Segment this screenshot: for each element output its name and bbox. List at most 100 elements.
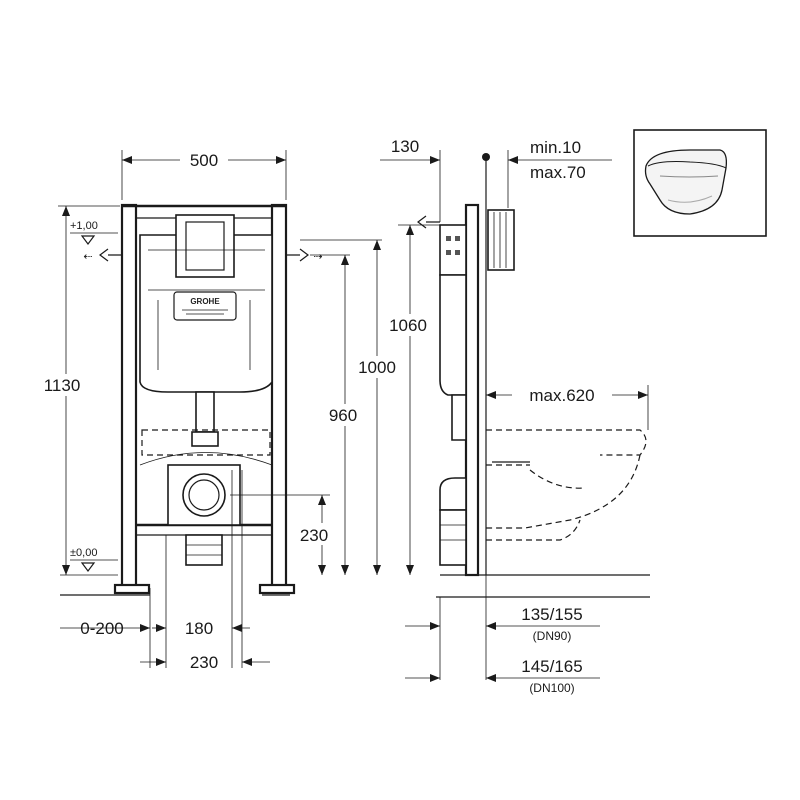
arrowhead <box>156 624 166 632</box>
side-cistern-detail <box>446 250 451 255</box>
bowl-top-dashed <box>486 429 647 456</box>
dim-bottom-side: 135/155 (DN90) 145/165 (DN100) <box>405 575 600 695</box>
arrowhead <box>430 674 440 682</box>
toilet-shadow-line <box>667 195 713 203</box>
label-bg <box>322 404 366 426</box>
arrowhead <box>156 658 166 666</box>
right-frame-post <box>270 203 288 590</box>
left-water-inlet <box>99 248 122 262</box>
left-inlet-symbol: ⇠ <box>83 251 92 263</box>
wall-marker <box>482 153 490 161</box>
arrowhead <box>638 391 648 399</box>
arrowhead <box>508 156 518 164</box>
dim-label-230-width: 230 <box>190 653 218 672</box>
dim-label-max70: max.70 <box>530 163 586 182</box>
dim-1060: 1060 <box>380 224 440 575</box>
arrowhead <box>318 565 326 575</box>
left-frame-post <box>120 203 138 590</box>
label-bg <box>512 384 612 406</box>
bowl-arc <box>139 452 273 466</box>
dim-label-min10: min.10 <box>530 138 581 157</box>
arrowhead <box>62 565 70 575</box>
cistern-body <box>139 234 273 393</box>
dim-label-max620: max.620 <box>529 386 594 405</box>
arrowhead <box>122 156 132 164</box>
dim-wall-gap: min.10 max.70 <box>507 138 612 208</box>
dim-label-130: 130 <box>391 137 419 156</box>
side-drain-bend <box>439 477 467 511</box>
dim-label-dn100: (DN100) <box>529 681 574 695</box>
bowl-inner-dashed <box>529 469 586 489</box>
dim-label-145-165: 145/165 <box>521 657 582 676</box>
arrowhead <box>373 240 381 250</box>
right-water-inlet <box>286 248 309 262</box>
bowl-outline-front <box>139 429 273 466</box>
arrowhead <box>430 622 440 630</box>
label-bg <box>380 314 436 336</box>
label-bg <box>350 356 404 378</box>
label-bg <box>180 150 228 170</box>
label-bg <box>292 523 338 545</box>
drain-outlet <box>185 534 223 566</box>
arrowhead <box>430 156 440 164</box>
toilet-seat-line <box>647 161 727 169</box>
wall-bracket <box>487 209 515 271</box>
drain-pipe-inner <box>188 479 220 511</box>
side-cistern-detail <box>446 236 451 241</box>
side-flush-pipe <box>451 394 467 441</box>
arrowhead <box>276 156 286 164</box>
side-cistern-detail <box>455 250 460 255</box>
side-view: 130 min.10 max.70 max.620 135 <box>380 137 650 695</box>
side-water-inlet <box>417 215 440 229</box>
arrowhead <box>486 391 496 399</box>
level-marks: +1,00 ±0,00 <box>60 220 118 576</box>
dim-drain-height: 230 <box>230 494 338 575</box>
arrowhead <box>341 255 349 265</box>
side-drain-pipe <box>439 509 467 566</box>
cistern: GROHE ⇠ ⇢ <box>83 214 323 447</box>
label-bg <box>36 374 88 396</box>
arrowhead <box>318 495 326 505</box>
frame <box>113 203 296 595</box>
dim-bottom-front: 0-200 180 230 <box>60 470 270 672</box>
dim-label-230-height: 230 <box>300 526 328 545</box>
dim-label-dn90: (DN90) <box>533 629 572 643</box>
dim-130: 130 <box>380 137 441 222</box>
side-frame-post <box>464 203 480 577</box>
dim-1000: 1000 <box>300 239 404 575</box>
arrowhead <box>341 565 349 575</box>
arrowhead <box>406 565 414 575</box>
toilet-thumbnail <box>633 129 767 237</box>
toilet-rim-line <box>659 175 719 178</box>
level-floor-label: ±0,00 <box>70 547 97 559</box>
dim-label-1060: 1060 <box>389 316 427 335</box>
flush-plate-inner <box>185 221 225 271</box>
arrowhead <box>140 624 150 632</box>
arrowhead <box>373 565 381 575</box>
bowl-base-dashed <box>486 519 581 541</box>
arrowhead <box>406 225 414 235</box>
arrowhead <box>486 622 496 630</box>
right-foot <box>258 583 296 595</box>
flush-pipe-bend <box>191 431 219 447</box>
level-top-label: +1,00 <box>70 220 98 232</box>
flush-pipe <box>195 391 215 433</box>
arrowhead <box>62 206 70 216</box>
bowl-rim-dashed <box>141 429 271 456</box>
dim-label-1130: 1130 <box>44 376 81 395</box>
level-top-triangle <box>80 235 96 245</box>
arrowhead <box>486 674 496 682</box>
dim-label-500: 500 <box>190 151 218 170</box>
drain-front <box>167 464 241 566</box>
dim-label-960: 960 <box>329 406 357 425</box>
dim-label-135-155: 135/155 <box>521 605 582 624</box>
grohe-logo-plate <box>173 291 237 321</box>
arrowhead <box>232 624 242 632</box>
side-cistern-detail <box>455 236 460 241</box>
arrowhead <box>242 658 252 666</box>
dim-label-1000: 1000 <box>358 358 396 377</box>
side-cistern-body <box>439 274 467 396</box>
flush-plate-opening <box>175 214 235 278</box>
level-floor-triangle <box>80 562 96 572</box>
